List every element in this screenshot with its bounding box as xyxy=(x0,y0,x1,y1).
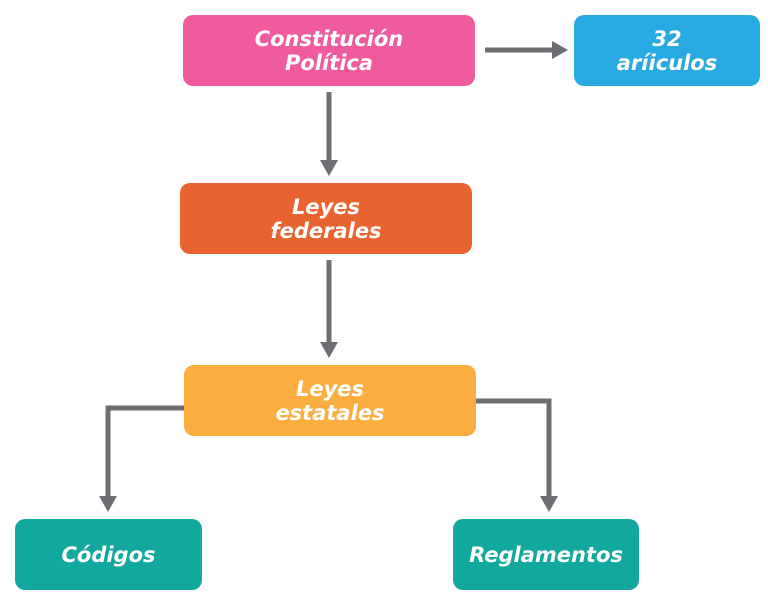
node-label-line: federales xyxy=(270,218,382,243)
node-leyes-federales: Leyes federales xyxy=(180,183,472,254)
connector-estatales-to-reglamentos xyxy=(476,398,552,498)
node-label-line: Códigos xyxy=(61,542,156,567)
node-reglamentos: Reglamentos xyxy=(453,519,639,590)
arrowhead-to-federales xyxy=(320,160,338,176)
node-label-line: Leyes xyxy=(295,376,365,401)
node-label-line: Leyes xyxy=(291,194,361,219)
node-label-line: Política xyxy=(284,50,374,75)
node-label-line: Constitución xyxy=(254,26,404,51)
connector-estatales-to-codigos xyxy=(105,405,184,498)
node-label-line: estatales xyxy=(275,400,385,425)
node-codigos: Códigos xyxy=(15,519,202,590)
node-label-line: aríiculos xyxy=(616,50,718,75)
node-32-articulos: 32 aríiculos xyxy=(574,15,760,86)
arrowhead-to-reglamentos xyxy=(540,496,558,512)
node-label-line: 32 xyxy=(652,26,682,51)
arrowhead-to-estatales xyxy=(320,342,338,358)
node-leyes-estatales: Leyes estatales xyxy=(184,365,476,436)
arrowhead-to-codigos xyxy=(99,496,117,512)
node-constitucion-politica: Constitución Política xyxy=(183,15,475,86)
node-label-line: Reglamentos xyxy=(469,542,623,567)
arrowhead-to-articulos xyxy=(552,41,568,59)
